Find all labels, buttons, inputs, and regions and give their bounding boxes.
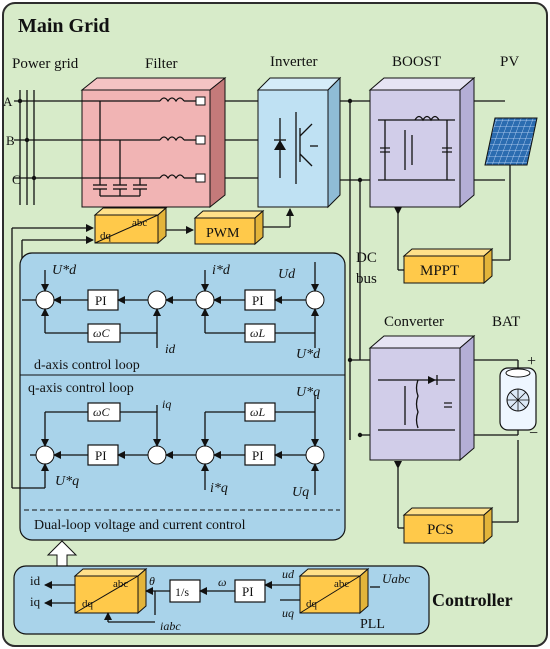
bat-label: BAT [492,314,520,330]
phase-c-label: C [12,172,21,187]
phase-a-label: A [3,94,13,109]
id-ref: i*d [212,263,231,278]
boost-label: BOOST [392,54,441,70]
pcs-block [402,506,494,545]
uq-label: Uq [292,485,309,500]
filter-label: Filter [145,56,178,72]
dq-abc-transform-top [93,206,168,245]
pll-dq-right: dq [306,598,318,610]
pv-label: PV [500,54,519,70]
dc-bus [340,98,370,440]
power-grid-label: Power grid [12,56,79,72]
battery-icon [474,359,537,436]
battery-minus-label: − [529,425,538,442]
converter-label: Converter [384,314,444,330]
pll-abc-left: abc [113,578,128,590]
pi-d1: PI [95,293,107,308]
uq-pll-label: uq [282,606,294,620]
ud-ref-right: U*d [296,347,321,362]
pi-q2: PI [252,448,264,463]
pcs-label: PCS [427,522,454,538]
converter-block [368,334,476,462]
pll-id-label: id [30,573,41,588]
pll-blocks [44,567,380,623]
mppt-label: MPPT [420,263,459,279]
dq-abc-top-dq: dq [100,230,112,242]
id-label: id [165,341,176,356]
theta-label: θ [149,574,155,588]
uq-ref-left: U*q [55,474,79,489]
pll-abc-right: abc [334,578,349,590]
phase-b-label: B [6,133,15,148]
ud-pll-label: ud [282,567,295,581]
pv-panel-icon [484,117,538,261]
filter-block [80,76,227,209]
integrator-label: 1/s [175,585,189,599]
omega-c-d: ωC [93,326,110,340]
pi-q1: PI [95,448,107,463]
pwm-block [193,209,265,246]
iabc-label: iabc [160,619,181,633]
main-grid-title: Main Grid [18,15,110,37]
q-axis-loop [12,395,325,495]
bus-label: bus [356,271,377,287]
pwm-label: PWM [206,226,240,241]
mppt-block [402,247,494,285]
q-axis-loop-label: q-axis control loop [28,381,134,396]
omega-c-q: ωC [93,405,110,419]
dual-loop-caption: Dual-loop voltage and current control [34,518,246,533]
omega-l-q: ωL [250,405,265,419]
dc-label: DC [356,250,377,266]
d-axis-loop [22,262,325,348]
pll-dq-left: dq [82,598,94,610]
ud-ref-left: U*d [52,263,77,278]
d-axis-loop-label: d-axis control loop [34,358,140,373]
inverter-label: Inverter [270,54,317,70]
boost-block [368,76,476,209]
iq-label: iq [162,397,171,411]
uq-ref-right: U*q [296,385,320,400]
power-grid-lines [14,90,82,205]
pll-iq-label: iq [30,594,41,609]
battery-plus-label: + [527,353,536,370]
pll-label: PLL [360,617,385,632]
omega-label: ω [218,575,226,589]
pi-pll: PI [242,584,254,599]
pi-d2: PI [252,293,264,308]
ud-label: Ud [278,267,296,282]
controller-label: Controller [432,590,513,610]
dq-abc-top-abc: abc [132,217,147,229]
omega-l-d: ωL [250,326,265,340]
uabc-label: Uabc [382,571,410,586]
inverter-block [256,76,342,209]
iq-ref: i*q [210,481,228,496]
